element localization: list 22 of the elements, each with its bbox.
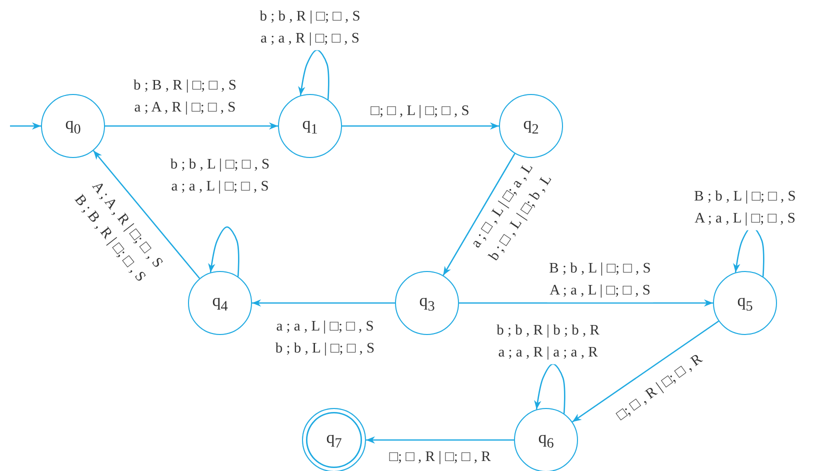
transition-arrow (105, 122, 278, 130)
self-loop-arrow (208, 226, 240, 277)
transition-arrow (10, 122, 41, 130)
state-name: q$_{6}$ (538, 428, 554, 452)
transition-arrow (442, 153, 516, 276)
transition-label: □; □ , R | □; □ , R (612, 350, 706, 426)
transition-arrow (366, 436, 514, 444)
transition-arrow (252, 299, 395, 307)
transition-arrow (459, 299, 713, 307)
state-name: q$_{0}$ (65, 114, 81, 138)
transition-arrow (342, 122, 499, 130)
state-name: q$_{1}$ (302, 114, 318, 138)
state-name: q$_{2}$ (523, 114, 539, 138)
transition-arrow (92, 150, 200, 279)
state-name: q$_{7}$ (326, 428, 342, 452)
state-name: q$_{3}$ (419, 290, 435, 316)
transition-label: A ; A , R | □; □ , S B ; B , R | □; □ , S (70, 178, 167, 287)
transition-arrow (572, 320, 719, 422)
state-name: q$_{5}$ (737, 290, 753, 316)
self-loop-arrow (534, 363, 566, 414)
state-name: q$_{4}$ (212, 290, 228, 316)
self-loop-arrow (298, 49, 330, 100)
